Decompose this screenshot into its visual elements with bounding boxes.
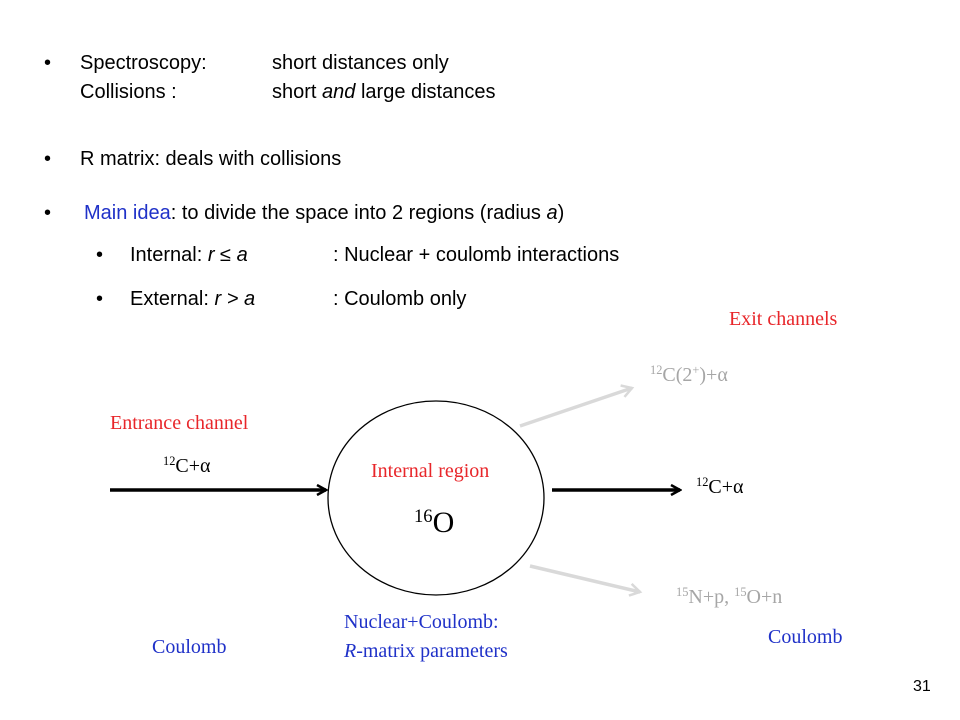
exit-arrow-top xyxy=(519,388,632,428)
page-number: 31 xyxy=(913,678,931,695)
coulomb-left-label: Coulomb xyxy=(152,636,227,658)
bullet-dot: • xyxy=(44,202,52,224)
main-idea-bullet: Main idea: to divide the space into 2 re… xyxy=(84,202,565,224)
internal-region-label: Internal region xyxy=(371,460,490,482)
sub-bullet-dot: • xyxy=(96,288,104,310)
exit-arrow-bottom xyxy=(529,564,640,592)
exit-middle-label: 12C+α xyxy=(696,475,744,498)
bullet-dot: • xyxy=(44,52,52,74)
external-desc: : Coulomb only xyxy=(333,288,467,310)
internal-desc: : Nuclear + coulomb interactions xyxy=(333,244,620,266)
rmatrix-bullet: R matrix: deals with collisions xyxy=(80,148,342,170)
collisions-value: short and large distances xyxy=(272,81,496,103)
exit-bottom-label: 15N+p, 15O+n xyxy=(676,585,783,608)
external-bullet: External: r > a xyxy=(130,288,256,310)
collisions-label: Collisions : xyxy=(80,81,177,103)
nuclear-coulomb-label: Nuclear+Coulomb: xyxy=(344,611,499,633)
spectroscopy-value: short distances only xyxy=(272,52,449,74)
exit-top-label: 12C(2+)+α xyxy=(650,363,728,386)
main-idea-lead: Main idea xyxy=(84,202,171,224)
nucleus-label: 16O xyxy=(414,505,455,539)
coulomb-right-label: Coulomb xyxy=(768,626,843,648)
entrance-reactant-label: 12C+α xyxy=(163,454,211,477)
rmatrix-parameters-label: R-matrix parameters xyxy=(344,640,508,662)
exit-channels-label: Exit channels xyxy=(729,308,838,330)
bullet-dot: • xyxy=(44,148,52,170)
spectroscopy-label: Spectroscopy: xyxy=(80,52,207,74)
internal-region-circle xyxy=(327,400,545,596)
entrance-channel-label: Entrance channel xyxy=(110,412,249,434)
sub-bullet-dot: • xyxy=(96,244,104,266)
internal-bullet: Internal: r ≤ a xyxy=(130,244,248,266)
